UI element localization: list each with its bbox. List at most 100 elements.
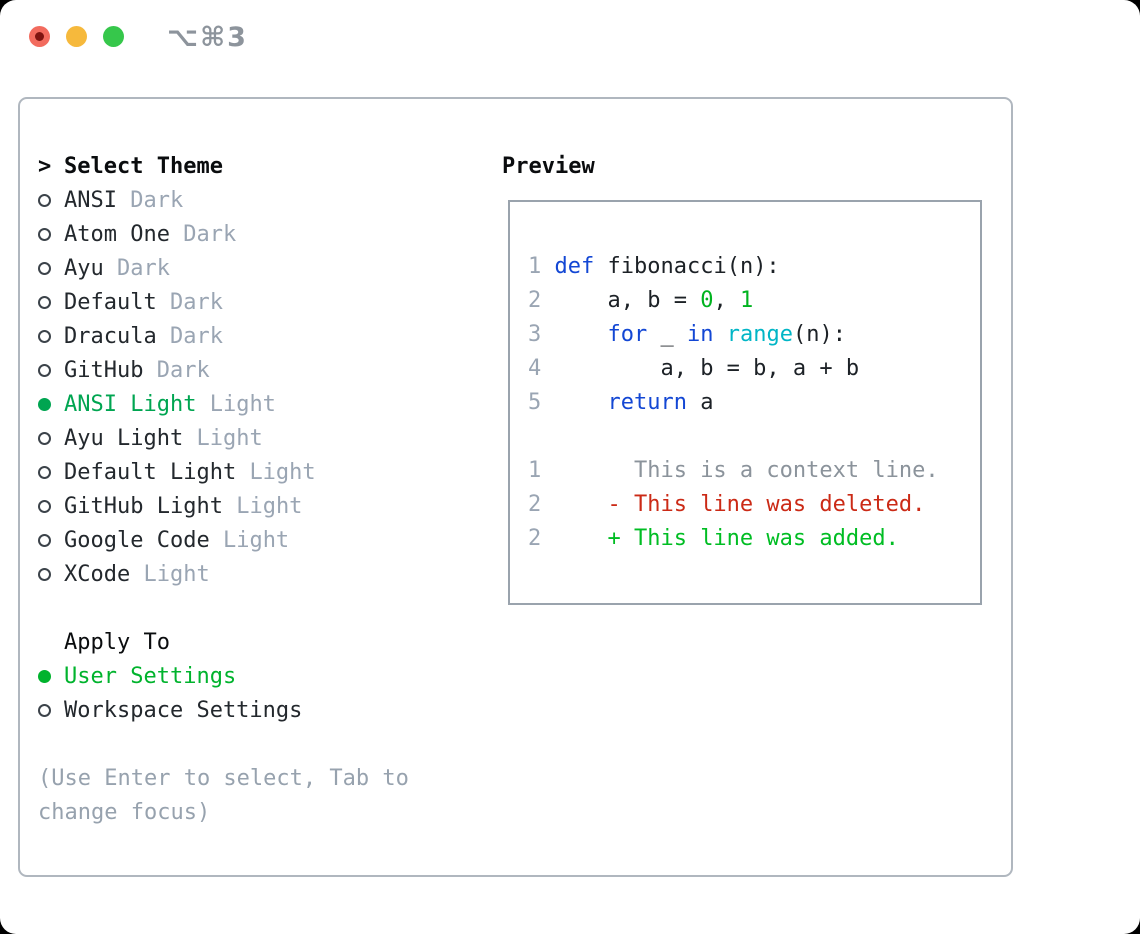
radio-icon [38,227,64,241]
code-segment: (n): [792,321,846,347]
theme-option[interactable]: Default Light Light [38,455,409,489]
theme-option[interactable]: ANSI Dark [38,183,409,217]
line-number: 2 [528,525,542,551]
radio-icon [38,465,64,479]
theme-option-text: Google Code Light [64,528,289,553]
radio-unselected-icon [38,567,51,581]
hint-line: (Use Enter to select, Tab to [38,765,409,791]
code-segment: fibonacci(n): [594,253,780,279]
theme-name: Default [64,289,157,315]
code-segment: This is a context line. [541,457,939,483]
minimize-button-icon[interactable] [66,26,87,47]
theme-name: Ayu Light [64,425,184,451]
theme-option-text: GitHub Dark [64,358,210,383]
radio-icon [38,363,64,377]
theme-option-text: GitHub Light Light [64,494,302,519]
line-number: 5 [528,389,542,415]
theme-tag: Light [249,459,316,485]
code-segment: + This line was added. [541,525,899,551]
hint-line: change focus) [38,799,211,825]
code-segment [541,254,554,279]
titlebar: ⌥⌘3 [0,0,1140,76]
code-segment: , [713,287,740,313]
theme-option[interactable]: Dracula Dark [38,319,409,353]
radio-unselected-icon [38,193,51,207]
line-number: 1 [528,457,542,483]
theme-name: GitHub Light [64,493,223,519]
theme-option-text: Dracula Dark [64,324,223,349]
theme-option-text: XCode Light [64,562,210,587]
theme-option[interactable]: Atom One Dark [38,217,409,251]
apply-to-header: Apply To [38,625,409,659]
theme-tag: Dark [117,255,170,281]
line-number: 4 [528,355,542,381]
preview-title: Preview [502,153,595,179]
close-button-icon[interactable] [29,26,50,47]
radio-unselected-icon [38,431,51,445]
spacer [38,727,409,761]
diff-line: 2 - This line was deleted. [528,487,939,521]
theme-name: Atom One [64,221,170,247]
code-line: 4 a, b = b, a + b [528,351,939,385]
theme-option-text: Atom One Dark [64,222,236,247]
radio-icon [38,295,64,309]
radio-unselected-icon [38,227,51,241]
spacer [38,591,409,625]
theme-option[interactable]: ANSI Light Light [38,387,409,421]
theme-option[interactable]: XCode Light [38,557,409,591]
apply-to-title: Apply To [64,629,170,655]
code-segment: 1 [739,287,754,313]
code-segment [713,322,726,347]
select-theme-title: Select Theme [64,153,223,179]
zoom-button-icon[interactable] [103,26,124,47]
theme-tag: Dark [156,357,210,383]
theme-option[interactable]: Google Code Light [38,523,409,557]
theme-option[interactable]: GitHub Light Light [38,489,409,523]
theme-tag: Dark [183,221,237,247]
radio-unselected-icon [38,295,51,309]
code-segment: a, b = b, a + b [541,355,860,381]
radio-unselected-icon [38,261,51,275]
code-segment: def [554,253,595,279]
radio-icon [38,431,64,445]
theme-name: ANSI Light [64,391,197,417]
apply-to-name: Workspace Settings [64,697,303,723]
code-segment [541,322,607,347]
code-segment: 0 [700,287,714,313]
code-segment: a, b = [541,287,701,313]
radio-selected-icon [38,669,51,683]
window-shortcut-label: ⌥⌘3 [167,22,248,53]
theme-tag: Light [209,391,276,417]
theme-name: Dracula [64,323,157,349]
theme-name: XCode [64,561,131,587]
radio-icon [38,499,64,513]
apply-to-option[interactable]: Workspace Settings [38,693,409,727]
theme-option-text: ANSI Light Light [64,392,276,417]
theme-tag: Light [236,493,303,519]
theme-tag: Light [143,561,210,587]
code-segment [541,390,607,415]
apply-to-name: User Settings [64,663,237,689]
theme-option[interactable]: Ayu Light Light [38,421,409,455]
code-segment: a [686,389,714,415]
radio-icon [38,193,64,207]
radio-icon [38,397,64,411]
line-number: 2 [528,491,542,517]
theme-option[interactable]: GitHub Dark [38,353,409,387]
apply-to-option[interactable]: User Settings [38,659,409,693]
radio-unselected-icon [38,703,51,717]
theme-option[interactable]: Ayu Dark [38,251,409,285]
radio-icon [38,703,64,717]
radio-unselected-icon [38,499,51,513]
hint-text: (Use Enter to select, Tab to change focus… [38,761,409,829]
diff-line: 2 + This line was added. [528,521,939,555]
line-number: 1 [528,253,542,279]
theme-option[interactable]: Default Dark [38,285,409,319]
radio-unselected-icon [38,533,51,547]
radio-icon [38,261,64,275]
prompt-icon: > [38,153,52,179]
